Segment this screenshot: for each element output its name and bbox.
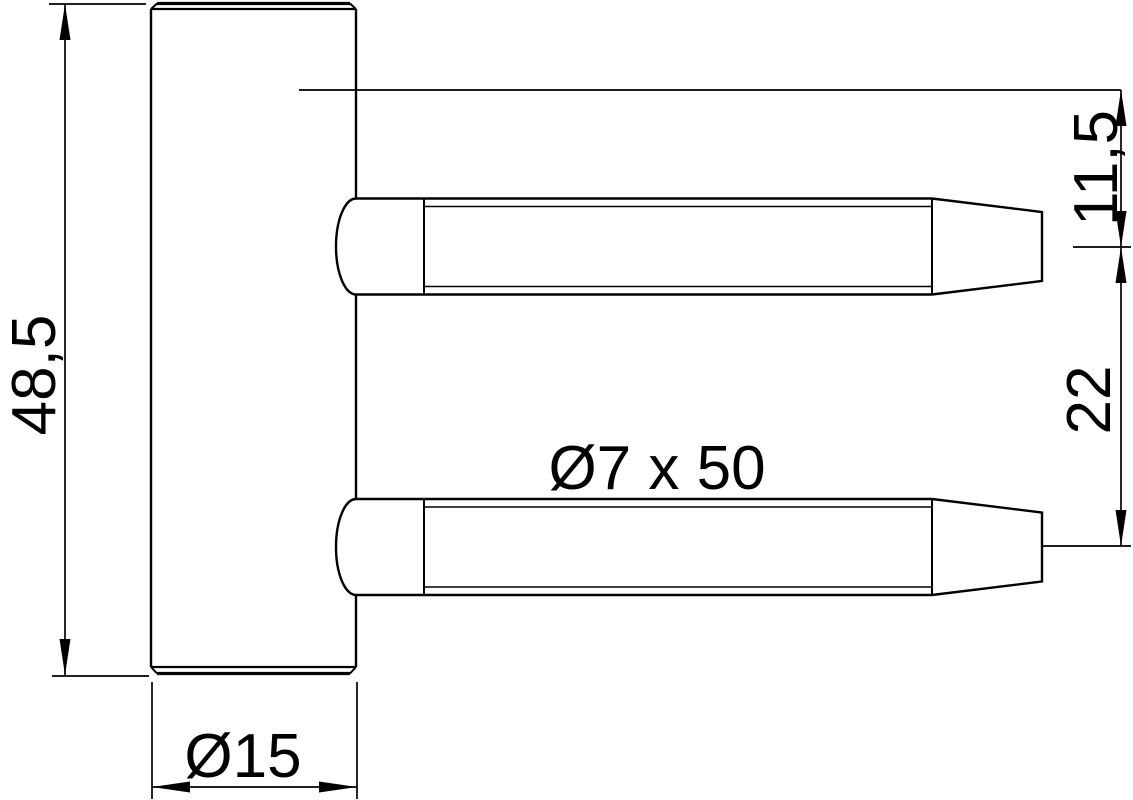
top-offset-label: 11,5 bbox=[1062, 110, 1131, 226]
arrowhead-left bbox=[152, 781, 190, 793]
arrowhead-down bbox=[59, 639, 71, 675]
pin-spacing-label: 22 bbox=[1055, 366, 1124, 435]
dimension-barrel-diameter: Ø15 bbox=[151, 682, 358, 799]
arrowhead-up bbox=[59, 4, 71, 40]
barrel-bottom-left-chamfer bbox=[150, 666, 158, 675]
arrowhead-down bbox=[1115, 211, 1127, 247]
barrel-outline bbox=[149, 1, 358, 676]
dimension-pin-spacing: 22 bbox=[1043, 247, 1131, 547]
pin-lower-taper-tip bbox=[931, 497, 1044, 597]
barrel-top-left-chamfer bbox=[150, 2, 158, 10]
pin-lower-dome-cap bbox=[334, 497, 357, 597]
pin-upper-taper-tip bbox=[931, 197, 1044, 296]
barrel-bottom-right-chamfer bbox=[349, 666, 357, 675]
dimension-top-offset: 11,5 bbox=[1062, 90, 1131, 248]
pin-upper-dome-cap bbox=[334, 197, 357, 296]
arrowhead-right bbox=[319, 781, 357, 793]
pin-size-label: Ø7 x 50 bbox=[548, 434, 765, 503]
arrowhead-down bbox=[1115, 510, 1127, 546]
arrowhead-up bbox=[1115, 247, 1127, 283]
pin-lower bbox=[334, 497, 1044, 597]
barrel-top-right-chamfer bbox=[349, 2, 357, 10]
overall-height-label: 48,5 bbox=[0, 315, 69, 436]
dimension-overall-height: 48,5 bbox=[0, 3, 149, 677]
barrel-diameter-label: Ø15 bbox=[184, 722, 301, 791]
arrowhead-up bbox=[1115, 90, 1127, 126]
pin-upper bbox=[334, 197, 1044, 296]
